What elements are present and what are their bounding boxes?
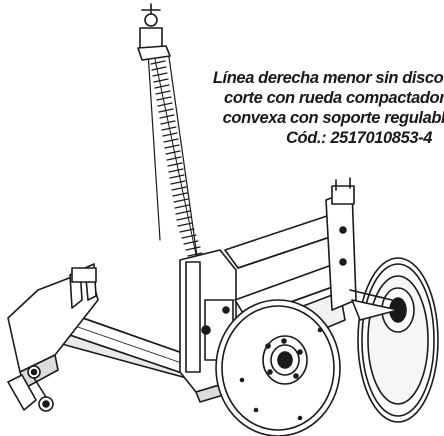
caption-line-2: corte con rueda compactadora [224, 89, 444, 107]
product-code: Cód.: 2517010853-4 [286, 129, 432, 147]
product-caption: Línea derecha menor sin disco de corte c… [192, 68, 444, 148]
rear-upright [325, 177, 357, 311]
hitch-bracket [7, 263, 99, 412]
spring-top-mount [137, 3, 171, 61]
caption-line-1: Línea derecha menor sin disco de [212, 69, 444, 87]
seed-disc [215, 299, 341, 436]
caption-line-3: convexa con soporte regulable [222, 109, 444, 127]
compaction-wheel [349, 257, 439, 423]
